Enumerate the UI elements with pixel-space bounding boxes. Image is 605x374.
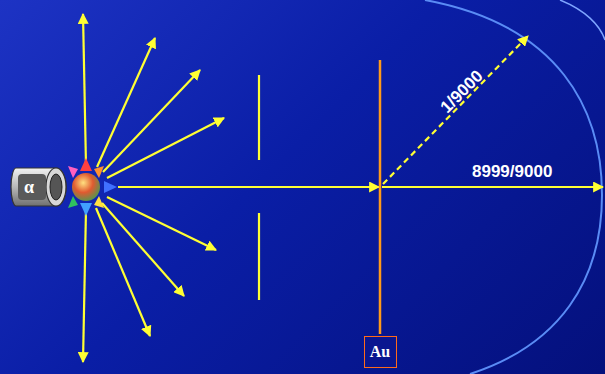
transmit-fraction: 8999/9000	[472, 162, 552, 182]
transmitted-beam	[382, 186, 603, 188]
element-symbol: Au	[370, 343, 390, 361]
scatter-fraction: 1/9000	[437, 67, 488, 118]
alpha-source-burst	[68, 158, 117, 216]
cylinder-outline	[10, 166, 68, 208]
alpha-beam	[118, 186, 379, 188]
corner-arc	[560, 0, 605, 40]
foil-label-box: Au	[364, 336, 397, 368]
alpha-source-cylinder: α	[10, 166, 68, 208]
gold-foil	[379, 60, 382, 334]
particle-symbol: α	[24, 177, 34, 198]
scattered-ray	[383, 36, 528, 184]
